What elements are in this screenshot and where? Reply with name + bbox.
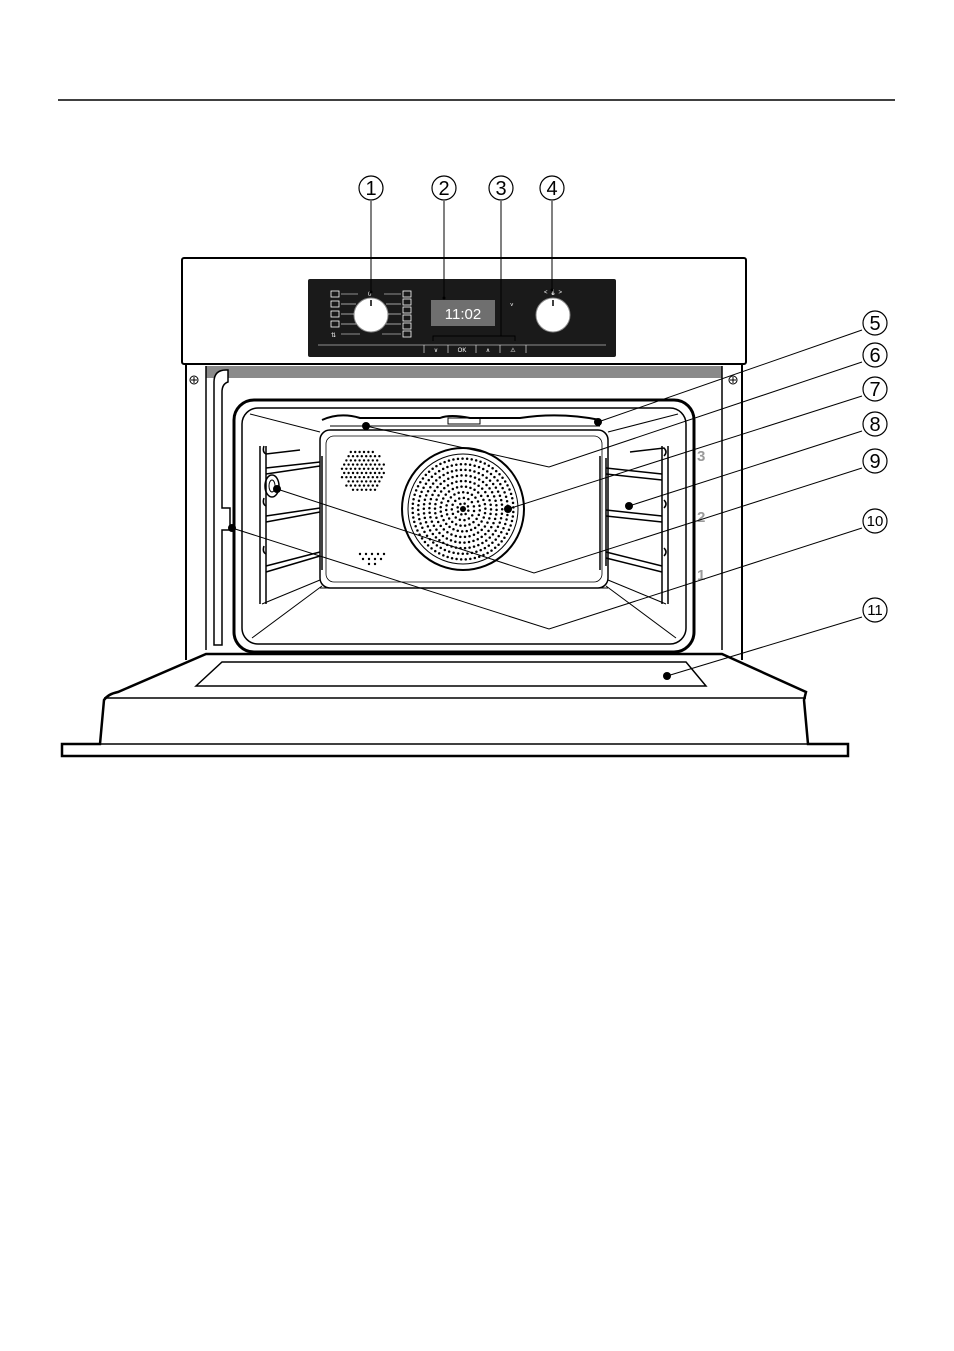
svg-text:3: 3 [495,178,506,200]
fan-hub [460,506,466,512]
callout-7: 7 [863,377,887,401]
callout-10: 10 [863,509,887,533]
svg-text:5: 5 [869,313,880,335]
screw-left-icon [190,376,198,384]
svg-text:8: 8 [869,414,880,436]
touch-key-up[interactable]: ∧ [486,348,490,354]
svg-text:6: 6 [869,345,880,367]
callout-4: 4 [540,176,564,200]
shelf-level-1: 1 [697,567,705,584]
touch-key-down[interactable]: ∨ [434,348,438,354]
svg-text:9: 9 [869,451,880,473]
display-time: 11:02 [445,306,481,323]
screw-right-icon [729,376,737,384]
shelf-level-2: 2 [697,509,705,526]
callout-1: 1 [359,176,383,200]
svg-text:2: 2 [438,178,449,200]
callout-9: 9 [863,449,887,473]
callout-8: 8 [863,412,887,436]
touch-key-ok[interactable]: OK [458,348,467,354]
svg-text:11: 11 [867,602,883,619]
callout-6: 6 [863,343,887,367]
callout-11: 11 [863,598,887,622]
vent-strip [206,366,722,378]
shelf-level-3: 3 [697,448,705,465]
callout-2: 2 [432,176,456,200]
function-icon-arrows: ⇅ [331,333,336,339]
door-seal [214,370,230,645]
callout-3: 3 [489,176,513,200]
svg-text:4: 4 [546,178,557,200]
svg-text:1: 1 [365,178,376,200]
door-glass [196,662,706,686]
callout-5: 5 [863,311,887,335]
touch-key-alarm[interactable]: ⚠ [510,347,516,354]
svg-text:10: 10 [867,513,884,530]
panel-small-mark: ˅ [510,303,514,309]
svg-text:7: 7 [869,379,880,401]
